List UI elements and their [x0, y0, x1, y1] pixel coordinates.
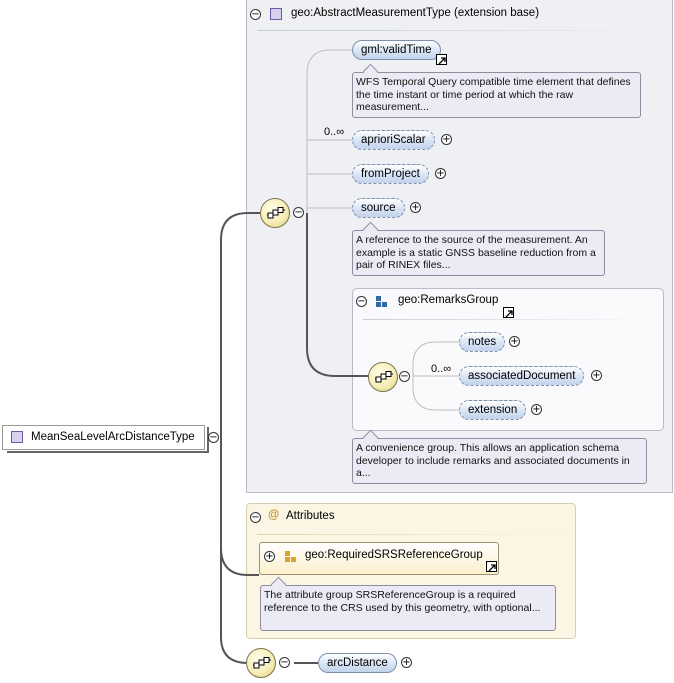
extension-collapse-toggle[interactable]: − [250, 9, 261, 20]
external-link-icon[interactable] [503, 307, 514, 318]
root-collapse-toggle[interactable]: − [208, 432, 219, 443]
extension-title: geo:AbstractMeasurementType (extension b… [291, 7, 540, 19]
fromproject-expand-toggle[interactable]: + [435, 168, 446, 179]
extension-expand-toggle[interactable]: + [531, 404, 542, 415]
attributes-title: Attributes [286, 510, 335, 522]
sequence-compositor-icon[interactable] [368, 362, 398, 392]
element-associateddocument[interactable]: associatedDocument [459, 366, 585, 386]
attribute-group-label: geo:RequiredSRSReferenceGroup [305, 549, 483, 561]
attributes-collapse-toggle[interactable]: − [250, 512, 261, 523]
sequence-compositor-icon[interactable] [260, 198, 290, 228]
element-fromproject-label: fromProject [361, 168, 420, 180]
aprioriscalar-expand-toggle[interactable]: + [441, 134, 452, 145]
sequence-collapse-toggle[interactable]: − [293, 207, 304, 218]
attribute-group-icon [285, 551, 297, 563]
notes-expand-toggle[interactable]: + [509, 336, 520, 347]
source-expand-toggle[interactable]: + [410, 202, 421, 213]
occurrence-label: 0..∞ [324, 126, 345, 138]
remarks-group-collapse-toggle[interactable]: − [356, 296, 367, 307]
remarks-group-annotation: A convenience group. This allows an appl… [352, 438, 647, 484]
validtime-annotation: WFS Temporal Query compatible time eleme… [352, 72, 641, 118]
remarks-group-title: geo:RemarksGroup [398, 294, 499, 306]
root-type-box[interactable]: MeanSeaLevelArcDistanceType [2, 425, 209, 453]
element-associateddocument-label: associatedDocument [468, 370, 576, 382]
occurrence-label: 0..∞ [431, 363, 452, 375]
attribute-group-expand-toggle[interactable]: + [264, 551, 275, 562]
element-extension-label: extension [468, 404, 518, 416]
group-icon [376, 296, 388, 308]
element-source-label: source [361, 202, 396, 214]
element-arcdistance-label: arcDistance [327, 657, 388, 669]
external-link-icon[interactable] [436, 54, 447, 65]
element-source[interactable]: source [352, 198, 405, 218]
root-type-label: MeanSeaLevelArcDistanceType [31, 431, 195, 443]
attributes-header-separator [257, 534, 565, 535]
complex-type-icon [11, 431, 23, 443]
source-annotation: A reference to the source of the measure… [352, 230, 605, 276]
complex-type-icon [270, 8, 282, 20]
own-sequence-collapse-toggle[interactable]: − [279, 657, 290, 668]
remarks-group-header-separator [363, 319, 653, 320]
element-notes-label: notes [468, 336, 497, 348]
element-extension[interactable]: extension [459, 400, 527, 420]
remarks-sequence-collapse-toggle[interactable]: − [399, 371, 410, 382]
element-notes[interactable]: notes [459, 332, 506, 352]
external-link-icon[interactable] [486, 561, 497, 572]
extension-header-separator [257, 30, 662, 31]
element-aprioriscalar-label: aprioriScalar [361, 134, 426, 146]
sequence-compositor-icon[interactable] [246, 648, 276, 678]
element-arcdistance[interactable]: arcDistance [318, 653, 397, 673]
attribute-at-icon: @ [268, 509, 280, 521]
attribute-group-annotation: The attribute group SRSReferenceGroup is… [260, 585, 556, 631]
attribute-group-box[interactable] [259, 542, 499, 575]
element-fromproject[interactable]: fromProject [352, 164, 429, 184]
arcdistance-expand-toggle[interactable]: + [401, 657, 412, 668]
element-validtime-label: gml:validTime [361, 44, 432, 56]
associateddocument-expand-toggle[interactable]: + [591, 370, 602, 381]
element-aprioriscalar[interactable]: aprioriScalar [352, 130, 435, 150]
element-validtime[interactable]: gml:validTime [352, 40, 441, 60]
